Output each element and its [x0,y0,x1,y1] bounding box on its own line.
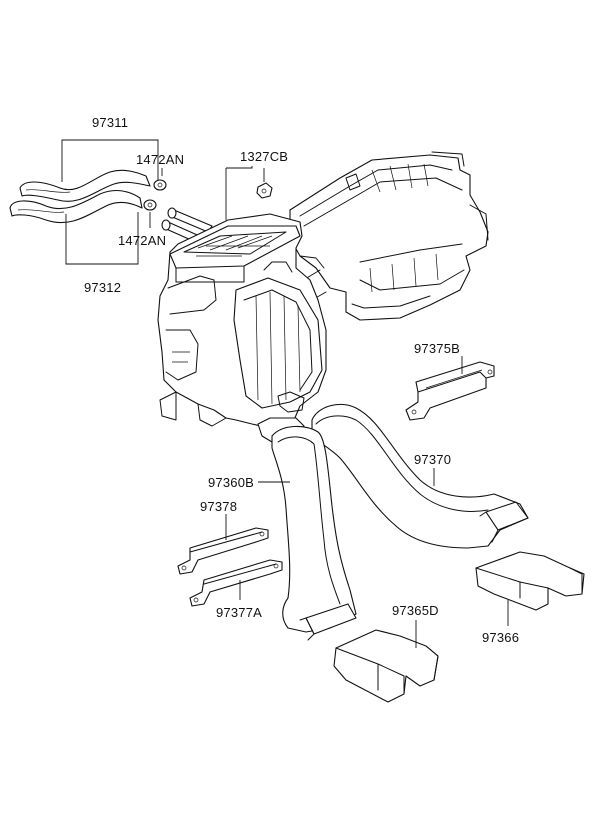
vent-97366[interactable] [475,551,585,611]
label-97311: 97311 [92,115,128,130]
vent-97365d[interactable] [333,629,439,703]
label-97360b: 97360B [208,475,254,490]
part-labels: 97311 1472AN 1327CB 1472AN 97312 97375B … [84,115,519,645]
leader-lines [61,139,509,648]
duct-97360b[interactable] [271,425,357,641]
label-1472an-lower: 1472AN [118,233,166,248]
hose-clamp-lower[interactable] [143,199,157,211]
label-97366: 97366 [482,630,519,645]
label-97378: 97378 [200,499,237,514]
bracket-97375b[interactable] [405,361,495,421]
bracket-97378[interactable] [177,527,269,575]
label-97377a: 97377A [216,605,262,620]
label-1327cb: 1327CB [240,149,288,164]
hose-clamp-upper[interactable] [153,179,167,191]
blower-unit [289,151,489,321]
label-97370: 97370 [414,452,451,467]
label-97312: 97312 [84,280,121,295]
heater-hose-upper[interactable] [19,169,151,202]
label-97375b: 97375B [414,341,460,356]
label-1472an-upper: 1472AN [136,152,184,167]
nut-1327cb[interactable] [256,182,273,199]
heater-hose-lower[interactable] [9,189,143,224]
bracket-97377a[interactable] [189,559,283,607]
heater-unit [157,213,327,443]
label-97365d: 97365D [392,603,439,618]
duct-97370[interactable] [311,403,529,549]
